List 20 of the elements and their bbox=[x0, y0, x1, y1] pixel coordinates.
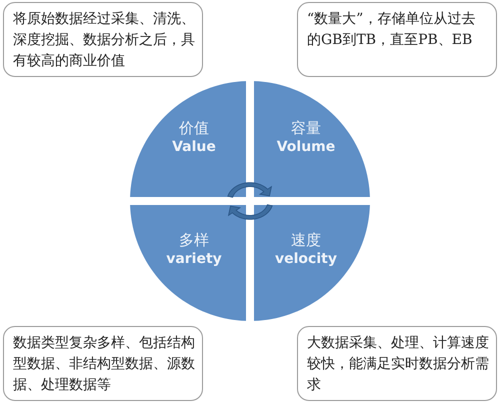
description-box bbox=[3, 2, 203, 77]
quadrant-sector bbox=[130, 81, 246, 197]
sector-subtitle: velocity bbox=[275, 251, 337, 267]
description-text: “数量大”，存储单位从过去的GB到TB，直至PB、EB bbox=[307, 10, 476, 50]
sector-title: 多样 bbox=[179, 231, 209, 250]
sector-subtitle: Volume bbox=[276, 139, 336, 155]
description-box bbox=[297, 2, 497, 77]
sector-title: 价值 bbox=[179, 119, 209, 138]
sector-subtitle: Value bbox=[172, 139, 216, 155]
quadrant-sector bbox=[130, 205, 246, 321]
description-text: 将原始数据经过采集、清洗、深度挖掘、数据分析之后，具有较高的商业价值 bbox=[13, 10, 195, 71]
description-text: 大数据采集、处理、计算速度较快，能满足实时数据分析需求 bbox=[307, 334, 489, 395]
description-box bbox=[3, 326, 203, 401]
sector-title: 速度 bbox=[291, 231, 321, 250]
description-text: 数据类型复杂多样、包括结构型数据、非结构型数据、源数据、处理数据等 bbox=[13, 334, 195, 395]
sector-title: 容量 bbox=[291, 119, 321, 138]
description-box bbox=[297, 326, 497, 401]
sector-subtitle: variety bbox=[166, 251, 222, 267]
quadrant-sector bbox=[254, 205, 370, 321]
quadrant-sector bbox=[254, 81, 370, 197]
